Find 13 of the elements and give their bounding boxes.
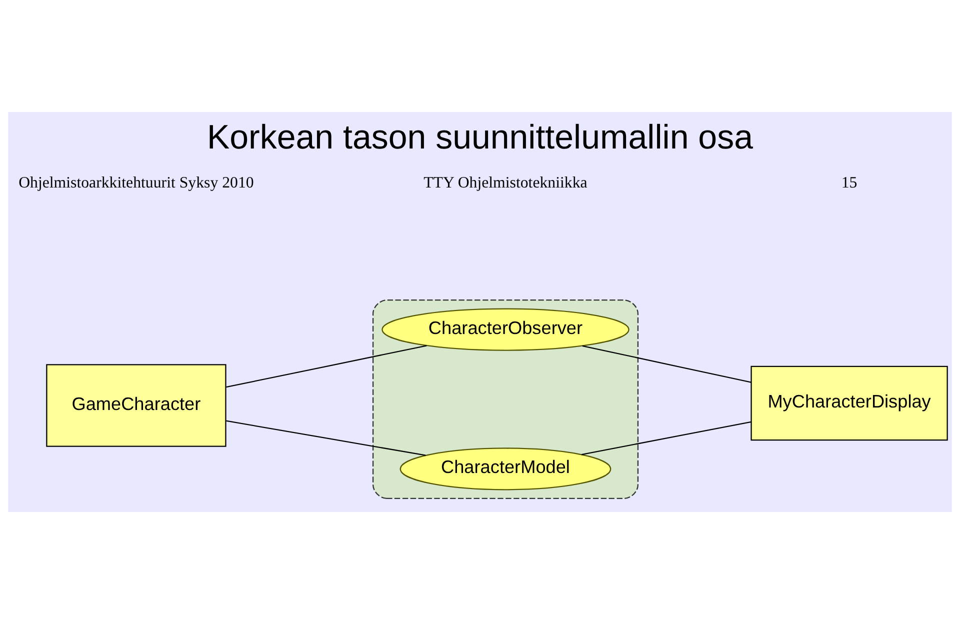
connector bbox=[226, 345, 427, 388]
cluster bbox=[372, 300, 639, 499]
label: TTY Ohjelmistotekniikka bbox=[424, 174, 588, 192]
node-ellipse: CharacterModel bbox=[400, 448, 612, 490]
connector bbox=[226, 420, 426, 456]
label: Ohjelmistoarkkitehtuurit Syksy 2010 bbox=[18, 174, 254, 192]
connector bbox=[581, 421, 752, 456]
node-box: GameCharacter bbox=[46, 364, 226, 447]
connector bbox=[582, 345, 752, 383]
node-ellipse: CharacterObserver bbox=[382, 308, 630, 351]
label: 15 bbox=[841, 174, 858, 192]
node-box: MyCharacterDisplay bbox=[750, 366, 948, 441]
diagram-title: Korkean tason suunnittelumallin osa bbox=[207, 118, 753, 156]
